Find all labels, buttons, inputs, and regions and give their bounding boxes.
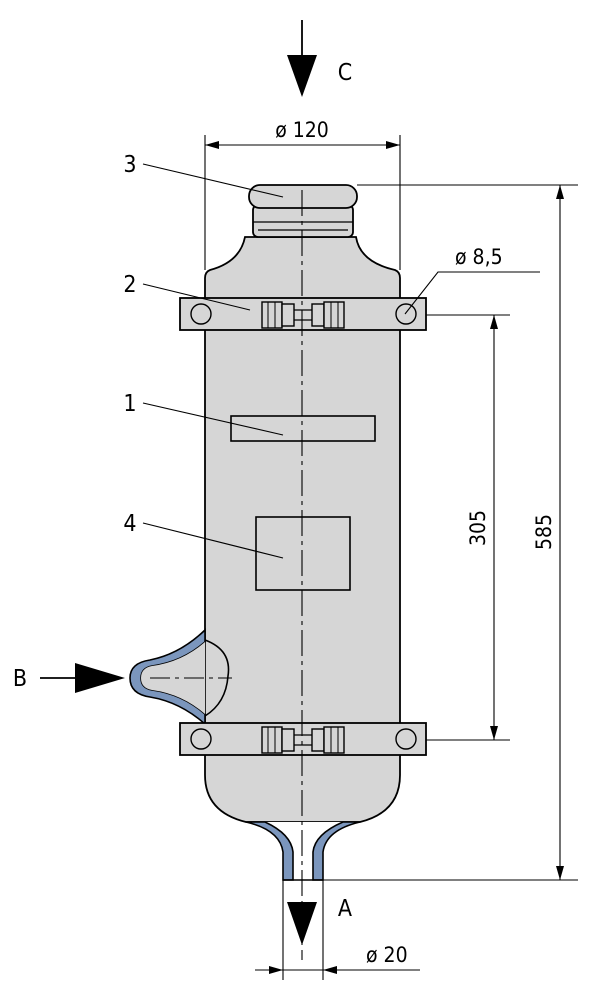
cap-top — [248, 184, 358, 209]
callout-2: 2 — [123, 272, 136, 298]
cap-lower-ring — [252, 204, 354, 238]
callout-4: 4 — [123, 511, 136, 537]
arrow-b-icon — [75, 663, 125, 693]
height-arrow-bottom — [556, 866, 564, 880]
callout-leader-3 — [142, 163, 284, 198]
lower-clamp-bolt-head-right — [323, 726, 345, 754]
lower-clamp-nut-right — [311, 728, 325, 752]
outlet-arrow-right — [323, 966, 337, 974]
port-label-c: C — [338, 60, 352, 86]
upper-clamp-bolt-head-left — [261, 301, 283, 329]
upper-clamp-bolt-head-right — [323, 301, 345, 329]
upper-clamp-bar — [179, 297, 427, 331]
callout-leader-4 — [142, 522, 284, 559]
width-arrow-left — [205, 141, 219, 149]
callout-leader-2 — [142, 283, 251, 311]
upper-clamp-slot-left — [190, 303, 212, 325]
port-label-a: A — [338, 896, 352, 922]
dimension-top-diameter: ø 120 — [275, 118, 329, 142]
lower-clamp-slot-right — [395, 728, 417, 750]
upper-clamp-nut-right — [311, 303, 325, 327]
lower-clamp-bar — [179, 722, 427, 756]
dimension-hole-diameter: ø 8,5 — [455, 245, 503, 269]
upper-clamp — [179, 297, 427, 331]
width-arrow-right — [386, 141, 400, 149]
lower-clamp-slot-left — [190, 728, 212, 750]
dimension-height-total: 585 — [532, 514, 556, 550]
info-plate — [255, 516, 351, 591]
port-label-b: B — [13, 666, 27, 692]
mount-arrow-bottom — [490, 726, 498, 740]
upper-clamp-slot-right — [395, 303, 417, 325]
lower-clamp-bolt-head-left — [261, 726, 283, 754]
arrow-a-icon — [287, 902, 317, 945]
upper-clamp-nut-left — [281, 303, 295, 327]
side-inlet-cavity — [204, 638, 230, 718]
height-arrow-top — [556, 185, 564, 199]
callout-3: 3 — [123, 152, 136, 178]
callout-leader-1 — [142, 402, 284, 436]
dimension-height-mounting: 305 — [466, 510, 490, 546]
dimension-outlet-diameter: ø 20 — [366, 943, 408, 967]
hole-leader — [404, 271, 540, 315]
lower-clamp — [179, 722, 427, 756]
mount-arrow-top — [490, 315, 498, 329]
side-inlet-bore — [141, 642, 205, 714]
lower-clamp-nut-left — [281, 728, 295, 752]
callout-1: 1 — [123, 391, 136, 417]
arrow-c-icon — [287, 55, 317, 97]
outlet-arrow-left — [269, 966, 283, 974]
